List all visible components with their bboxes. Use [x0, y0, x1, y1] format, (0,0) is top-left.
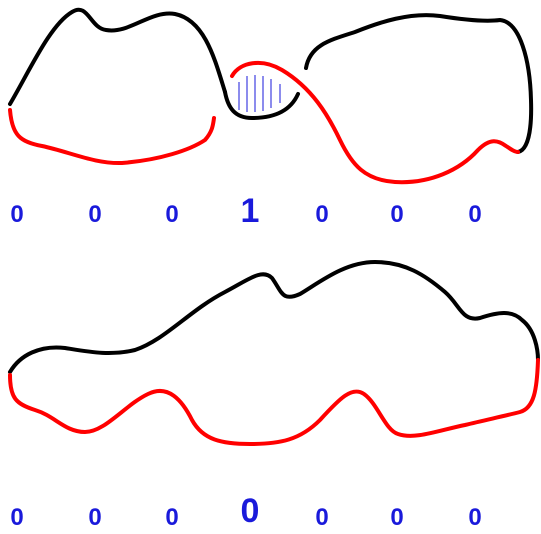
- top-digit-row: 0 0 0 1 0 0 0: [10, 192, 481, 230]
- top-digit-2: 0: [88, 201, 101, 228]
- bottom-blob-upper-curve: [8, 259, 540, 374]
- bottom-digit-7: 0: [468, 504, 481, 531]
- bottom-digit-4: 0: [241, 492, 260, 530]
- top-panel: 0 0 0 1 0 0 0: [8, 7, 534, 230]
- bottom-digit-3: 0: [165, 504, 178, 531]
- top-digit-3: 0: [165, 201, 178, 228]
- top-right-blob-lower-curve: [230, 60, 520, 185]
- bottom-blob-lower-curve: [8, 358, 540, 447]
- top-left-blob-upper-curve: [8, 7, 227, 106]
- top-digit-5: 0: [315, 201, 328, 228]
- top-left-blob-lower-curve: [8, 108, 216, 166]
- bottom-panel: 0 0 0 0 0 0 0: [8, 259, 540, 531]
- bottom-digit-6: 0: [390, 504, 403, 531]
- top-right-blob-upper-curve: [304, 13, 534, 154]
- bottom-digit-1: 0: [10, 504, 23, 531]
- bottom-digit-2: 0: [88, 504, 101, 531]
- bottom-digit-row: 0 0 0 0 0 0 0: [10, 492, 481, 531]
- top-digit-1: 0: [10, 201, 23, 228]
- top-digit-4: 1: [241, 192, 260, 230]
- top-digit-7: 0: [468, 201, 481, 228]
- bottom-digit-5: 0: [315, 504, 328, 531]
- top-middle-lens-black-curve: [223, 90, 300, 121]
- top-middle-lens-hatching: [238, 75, 281, 112]
- top-digit-6: 0: [390, 201, 403, 228]
